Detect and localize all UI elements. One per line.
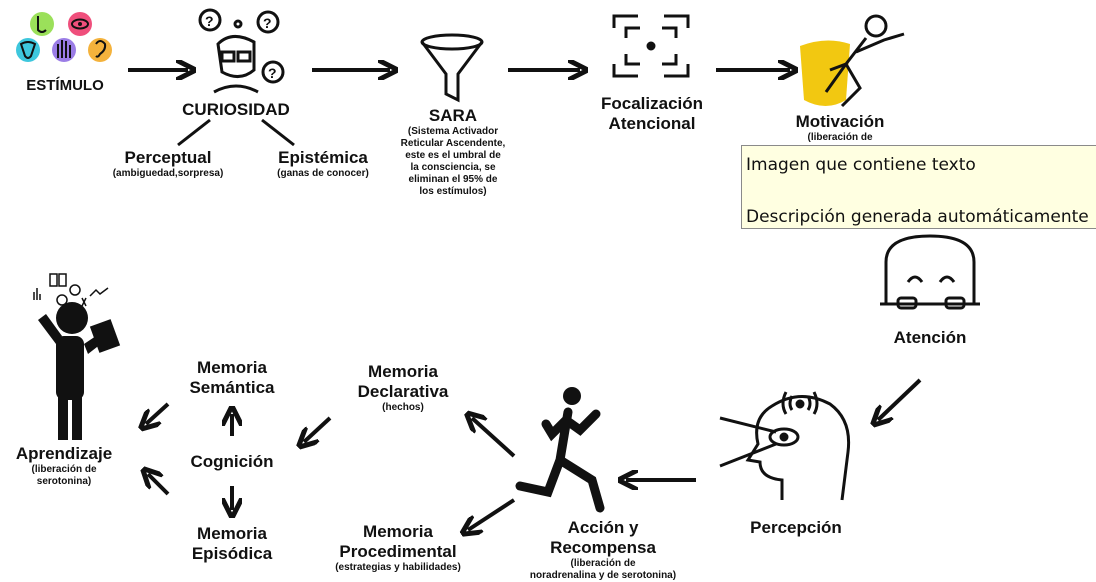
alt-text-tooltip: Imagen que contiene texto Descripción ge… [741, 145, 1096, 229]
sub-sara-4: la consciencia, se [410, 162, 496, 173]
svg-text:?: ? [268, 65, 277, 81]
node-memoria-declarativa: Memoria Declarativa (hechos) [338, 362, 468, 414]
sub-motivacion: (liberación de [807, 132, 873, 143]
sub-sara-6: los estímulos) [419, 186, 487, 197]
label-motivacion: Motivación [795, 112, 885, 131]
label-epistemica: Epistémica [278, 148, 368, 167]
node-memoria-procedimental: Memoria Procedimental (estrategias y hab… [318, 522, 478, 574]
tongue-icon [16, 38, 40, 62]
label-focalizacion-1: Focalización [600, 94, 704, 113]
sub-accion-2: noradrenalina y de serotonina) [529, 570, 677, 581]
peeking-face-icon [880, 234, 980, 310]
flow-arrows [128, 70, 922, 530]
node-memoria-episodica: Memoria Episódica [172, 524, 292, 564]
label-procedimental-1: Memoria [363, 522, 433, 541]
sub-sara-3: este es el umbral de [405, 150, 501, 161]
label-cognicion: Cognición [190, 452, 274, 471]
sub-sara-5: eliminan el 95% de [408, 174, 498, 185]
sub-accion-1: (liberación de [570, 558, 636, 569]
tooltip-line-1: Imagen que contiene texto [746, 155, 976, 175]
label-atencion: Atención [893, 328, 967, 347]
svg-text:?: ? [205, 13, 214, 29]
node-aprendizaje: Aprendizaje (liberación de serotonina) [4, 444, 124, 488]
learning-person-icon [33, 273, 121, 440]
perception-head-icon [719, 391, 851, 501]
sense-icons [16, 12, 112, 62]
node-perceptual: Perceptual (ambiguedad,sorpresa) [88, 148, 248, 180]
sub-aprendizaje-2: serotonina) [36, 476, 92, 487]
label-percepcion: Percepción [750, 518, 842, 537]
node-memoria-semantica: Memoria Semántica [172, 358, 292, 398]
label-episodica-1: Memoria [197, 524, 267, 543]
label-accion-1: Acción y [567, 518, 639, 537]
runner-icon [800, 14, 905, 108]
label-episodica-2: Episódica [191, 544, 273, 563]
node-sara: SARA (Sistema Activador Reticular Ascend… [388, 106, 518, 198]
sub-epistemica: (ganas de conocer) [277, 168, 369, 179]
sub-perceptual: (ambiguedad,sorpresa) [112, 168, 224, 179]
node-motivacion: Motivación (liberación de [770, 112, 910, 144]
sub-sara-1: (Sistema Activador [407, 126, 499, 137]
label-semantica-1: Memoria [197, 358, 267, 377]
label-semantica-2: Semántica [189, 378, 275, 397]
node-epistemica: Epistémica (ganas de conocer) [258, 148, 388, 180]
sub-sara-2: Reticular Ascendente, [400, 138, 506, 149]
label-curiosidad: CURIOSIDAD [182, 100, 290, 119]
focus-frame-icon [612, 14, 690, 78]
label-estimulo: ESTÍMULO [26, 77, 104, 94]
node-focalizacion: Focalización Atencional [582, 94, 722, 134]
ear-icon [88, 38, 112, 62]
action-runner-icon [515, 387, 605, 513]
svg-text:?: ? [263, 15, 272, 31]
tooltip-line-2: Descripción generada automáticamente [746, 207, 1089, 227]
label-perceptual: Perceptual [124, 148, 212, 167]
sub-declarativa: (hechos) [382, 402, 424, 413]
label-focalizacion-2: Atencional [608, 114, 696, 133]
funnel-icon [420, 33, 484, 103]
label-accion-2: Recompensa [550, 538, 656, 557]
label-declarativa-2: Declarativa [357, 382, 449, 401]
sub-procedimental: (estrategias y habilidades) [335, 562, 461, 573]
sub-aprendizaje-1: (liberación de [31, 464, 97, 475]
curious-head-icon: ? ? ? [198, 8, 285, 94]
eye-icon [68, 12, 92, 36]
node-accion: Acción y Recompensa (liberación de norad… [508, 518, 698, 582]
label-aprendizaje: Aprendizaje [15, 444, 113, 463]
label-procedimental-2: Procedimental [339, 542, 457, 561]
label-sara: SARA [428, 106, 478, 125]
hand-icon [52, 38, 76, 62]
nose-icon [30, 12, 54, 36]
label-declarativa-1: Memoria [368, 362, 438, 381]
